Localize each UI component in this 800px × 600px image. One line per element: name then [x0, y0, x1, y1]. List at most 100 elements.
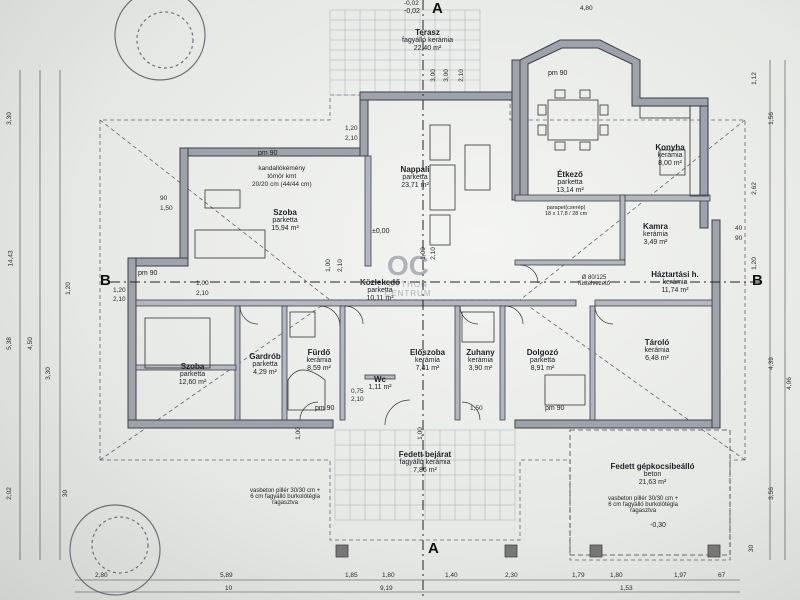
room-name: Fedett gépkocsibeálló [610, 462, 695, 471]
dimension-label: 1,85 [345, 572, 358, 579]
room-area: 3,90 m² [468, 365, 493, 373]
dimension-label: 2,10 [113, 296, 126, 303]
chimney-note: kandallókémény tömör kmt 20/20 cm (44/44… [252, 165, 312, 188]
room-name: Nappali [400, 165, 430, 174]
dimension-label: 1,00 [324, 259, 332, 272]
section-marker-b-left: B [100, 272, 111, 289]
room-floor: kerámia [415, 357, 440, 365]
watermark-text: CENTRUM [384, 289, 432, 298]
dimension-label: 1,00 [416, 427, 424, 440]
room-kozlekedo: Közlekedő parketta 10,11 m² [345, 278, 415, 303]
door-note: pm 90 [138, 270, 158, 277]
dimension-label: 1,20 [64, 282, 72, 295]
room-area: 4,29 m² [253, 369, 277, 377]
chimney-note-line: tömör kmt [267, 172, 297, 180]
dimension-label: 30 [62, 489, 70, 498]
dimension-label: 2,10 [336, 259, 344, 272]
dimension-label: 5,89 [220, 572, 233, 579]
carport-outline [335, 429, 731, 558]
parapet-note-line: parapet(cserép) [546, 205, 586, 211]
room-floor: fagyálló kerámia [399, 459, 451, 467]
room-name: Dolgozó [526, 348, 559, 357]
dimension-label: 40 [735, 225, 743, 232]
dimension-label: 3,30 [44, 367, 52, 380]
door-note: pm 90 [315, 405, 335, 412]
chimney-note-line: 20/20 cm (44/44 cm) [252, 180, 312, 188]
room-area: 11,74 m² [661, 287, 689, 295]
dimension-label: 2,10 [429, 247, 437, 260]
dimension-label: 4,80 [580, 5, 593, 12]
parapet-note-line: 18 x 17,8 / 28 cm [545, 211, 588, 217]
room-floor: kerámia [662, 279, 688, 287]
dimension-label: 90 [735, 235, 743, 242]
watermark-text: OC [387, 250, 429, 281]
room-konyha: Konyha kerámia 8,00 m² [640, 143, 700, 168]
room-name: Szoba [180, 362, 205, 371]
room-area: 6,48 m² [645, 355, 669, 363]
dimension-label: 2,62 [750, 182, 758, 195]
pillar-note-left: vasbeton pillér 30/30 cm + 6 cm fagyálló… [250, 488, 320, 506]
dimension-label: 1,50 [470, 405, 483, 412]
dimension-label: 2,10 [457, 69, 465, 82]
room-area: 21,63 m² [638, 479, 667, 487]
room-floor: kerámia [643, 231, 668, 239]
pillar-note-line: vasbeton pillér 30/30 cm + [250, 488, 321, 494]
kitchen-counter [639, 105, 709, 197]
dimension-label: 67 [718, 572, 726, 579]
dimension-label: -0,02 [404, 0, 419, 7]
door-swings [239, 264, 614, 426]
dimension-total: 1,53 [620, 585, 633, 592]
room-name: Gardrób [249, 352, 281, 361]
door-note: pm 90 [548, 70, 568, 77]
dimension-label: 2,10 [196, 290, 209, 297]
dimension-label: 1,00 [294, 427, 302, 440]
dimension-label: 30 [748, 544, 756, 553]
room-area: 22,40 m² [413, 45, 442, 53]
chimney-note-line: kandallókémény [258, 165, 306, 172]
room-floor: fagyálló kerámia [402, 37, 453, 45]
room-nappali: Nappali parketta 23,71 m² [385, 165, 445, 190]
dimension-lines [19, 60, 786, 593]
dimension-label: 2,80 [95, 572, 108, 579]
parapet-note: parapet(cserép) 18 x 17,8 / 28 cm [545, 205, 587, 217]
room-floor: parketta [252, 361, 278, 369]
dimension-label: 4,39 [767, 357, 775, 370]
dimension-label: 2,30 [505, 572, 518, 579]
room-area: 8,00 m² [658, 160, 682, 168]
terrace-paving [329, 9, 481, 96]
room-dolgozo: Dolgozó parketta 8,91 m² [515, 348, 570, 373]
room-gardrob: Gardrób parketta 4,29 m² [240, 352, 290, 377]
room-floor: kerámia [468, 357, 493, 365]
room-area: 8,91 m² [530, 365, 555, 373]
living-room-sofa [429, 124, 491, 246]
room-name: Szoba [273, 208, 297, 217]
room-floor: parketta [272, 217, 298, 225]
room-szoba-2: Szoba parketta 12,60 m² [165, 362, 220, 387]
room-name: Kamra [643, 222, 668, 231]
room-szoba-1: Szoba parketta 15,94 m² [255, 208, 315, 233]
room-floor: kerámia [644, 347, 670, 355]
room-furdo: Fürdő kerámia 8,59 m² [295, 348, 343, 373]
room-floor: parketta [402, 174, 428, 182]
room-fedett-bejarat: Fedett bejárat fagyálló kerámia 7,86 m² [385, 450, 465, 475]
room-name: Előszoba [409, 348, 446, 357]
room-name: Fürdő [307, 348, 331, 357]
dimension-label: 1,00 [196, 280, 209, 287]
exterior-walls [127, 39, 721, 429]
room-name: Wc [374, 375, 386, 384]
room-area: 7,86 m² [413, 467, 437, 475]
room-area: 8,59 m² [307, 365, 331, 373]
dining-table [537, 89, 609, 151]
room-floor: kerámia [306, 357, 332, 365]
room-floor: parketta [557, 179, 583, 187]
pillar-note-line: 6 cm fagyálló burkolótégla [250, 494, 320, 500]
room-tarolo: Tároló kerámia 6,48 m² [632, 338, 682, 363]
room-area: 3,49 m² [643, 239, 668, 247]
dimension-label: 1,56 [767, 112, 775, 125]
interior-walls [135, 155, 713, 421]
dimension-label: 1,20 [750, 257, 758, 270]
dimension-label: 1,20 [113, 287, 126, 294]
dimension-label: 1,20 [345, 125, 358, 132]
dimension-total: 9,19 [380, 585, 393, 592]
pillar-note-right: vasbeton pillér 30/30 cm + 6 cm fagyálló… [608, 496, 678, 514]
